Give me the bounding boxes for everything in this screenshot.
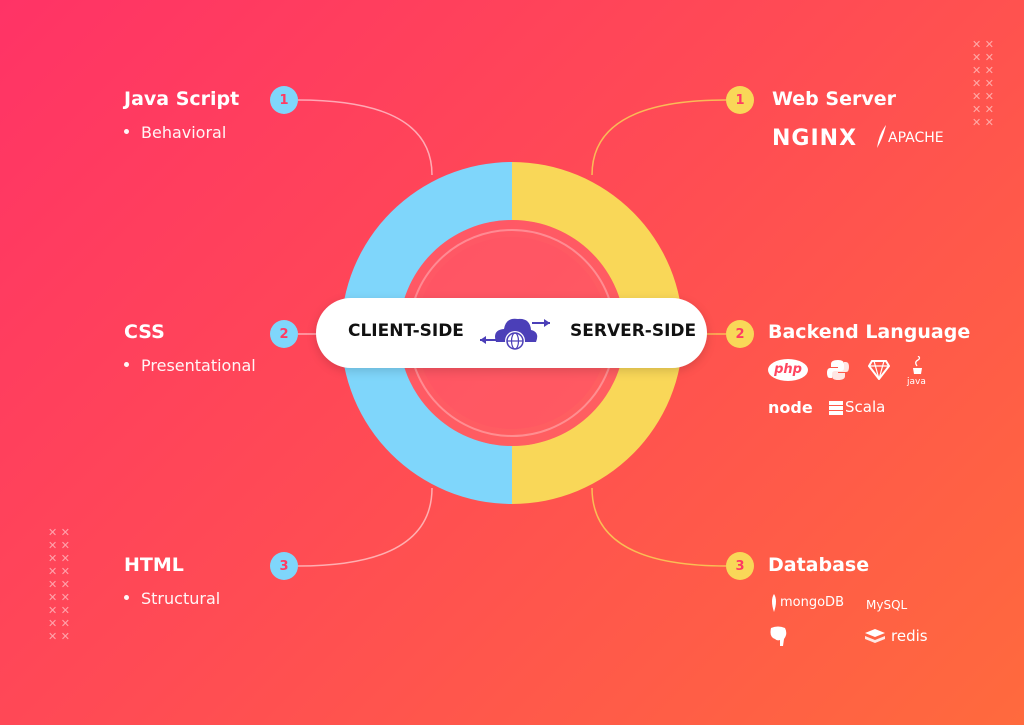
cloud-globe-icon <box>480 318 550 351</box>
client-item-1-detail-text: Behavioral <box>141 123 227 142</box>
mongodb-leaf-icon <box>772 594 776 612</box>
mongodb-logo: mongoDB <box>780 595 844 610</box>
server-item-3-badge: 3 <box>726 552 754 580</box>
client-item-3-detail-text: Structural <box>141 589 221 608</box>
php-logo: php <box>768 359 808 381</box>
client-item-2-detail-text: Presentational <box>141 356 256 375</box>
connector-html <box>297 487 433 567</box>
java-cup-icon <box>913 356 922 374</box>
apache-feather-icon <box>877 125 886 148</box>
client-item-2-detail: Presentational <box>124 356 256 375</box>
client-item-1-detail: Behavioral <box>124 123 226 142</box>
client-side-label: CLIENT-SIDE <box>348 321 464 341</box>
bullet-icon <box>124 595 129 600</box>
center-pill: CLIENT-SIDE SERVER-SIDE <box>316 298 707 368</box>
server-item-1-title: Web Server <box>772 88 896 110</box>
apache-logo: APACHE <box>888 130 944 146</box>
client-item-3-title: HTML <box>124 554 184 576</box>
java-logo: java <box>907 377 926 387</box>
server-item-2-title: Backend Language <box>768 321 971 343</box>
client-ring-half <box>341 162 512 504</box>
server-item-3-title: Database <box>768 554 870 576</box>
postgresql-elephant-icon <box>770 626 787 646</box>
decor-cross-icon: ✕ ✕✕ ✕✕ ✕✕ ✕✕ ✕✕ ✕✕ ✕ <box>972 38 994 129</box>
bullet-icon <box>124 129 129 134</box>
client-item-1-badge: 1 <box>270 86 298 114</box>
server-side-label: SERVER-SIDE <box>570 321 697 341</box>
redis-cube-icon <box>865 629 885 643</box>
server-item-2-badge: 2 <box>726 320 754 348</box>
client-item-2-badge: 2 <box>270 320 298 348</box>
mysql-logo: MySQL <box>866 598 908 612</box>
python-icon <box>827 360 849 380</box>
client-item-3-badge: 3 <box>270 552 298 580</box>
scala-logo: Scala <box>845 398 886 416</box>
node-logo: node <box>768 398 813 417</box>
decor-cross-icon: ✕ ✕✕ ✕✕ ✕✕ ✕✕ ✕✕ ✕✕ ✕✕ ✕✕ ✕ <box>48 526 70 643</box>
server-ring-half <box>512 162 683 504</box>
redis-logo: redis <box>891 627 928 645</box>
bullet-icon <box>124 362 129 367</box>
client-item-3-detail: Structural <box>124 589 220 608</box>
nginx-logo: NGINX <box>772 126 858 151</box>
php-logo-text: php <box>774 362 802 377</box>
ruby-icon <box>868 360 890 380</box>
connector-database <box>591 487 727 567</box>
client-item-2-title: CSS <box>124 321 165 343</box>
scala-icon <box>829 401 843 415</box>
connector-javascript <box>297 99 433 176</box>
client-item-1-title: Java Script <box>124 88 240 110</box>
server-item-1-badge: 1 <box>726 86 754 114</box>
connector-web-server <box>591 99 727 176</box>
